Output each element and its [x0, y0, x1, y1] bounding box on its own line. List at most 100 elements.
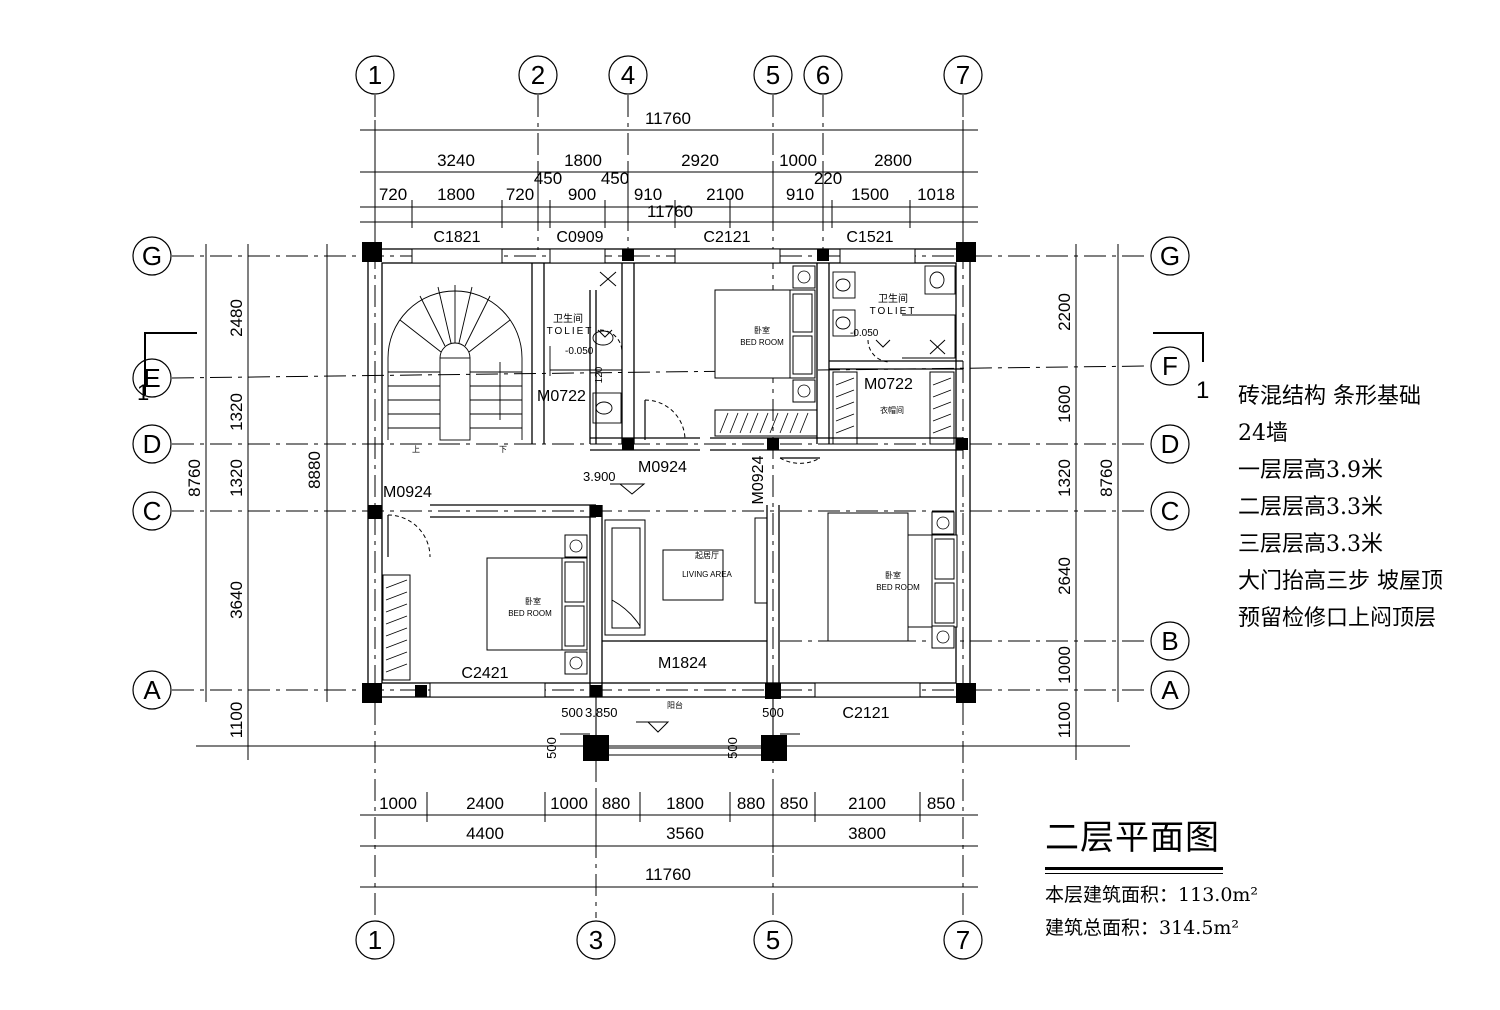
dim-text: 450 [534, 169, 562, 188]
dim-right-outer: 8760 [1097, 459, 1116, 497]
title-underline-thin [1045, 873, 1223, 874]
wardrobes [382, 371, 955, 681]
living-furniture [604, 517, 768, 636]
window-tag: C2421 [461, 665, 508, 682]
dim-left-outer: 8760 [185, 459, 204, 497]
title-underline [1045, 867, 1223, 870]
dim-top-total: 11760 [645, 109, 691, 128]
dim-text: 1000 [1055, 646, 1074, 684]
toilet-fixtures [549, 265, 956, 424]
side-dimension-texts: 8760 8880 2480 1320 1320 3640 1100 2200 … [185, 293, 1116, 738]
floor-area: 本层建筑面积：113.0m² [1045, 880, 1258, 907]
room-name-cn: 卧室 [885, 570, 901, 580]
dim-text: 2800 [874, 151, 912, 170]
room-name-en: LIVING AREA [682, 570, 732, 579]
axis-lines [171, 95, 1149, 918]
drawing-title: 二层平面图 [1045, 818, 1220, 858]
note-line: 二层层高3.3米 [1238, 495, 1383, 520]
note-line: 一层层高3.9米 [1238, 458, 1383, 483]
axis-label-left: A [143, 675, 161, 705]
dim-text: 1018 [917, 185, 955, 204]
level-symbols [597, 329, 891, 733]
shower-icon [599, 271, 946, 355]
design-notes: 砖混结构 条形基础 24墙 一层层高3.9米 二层层高3.3米 三层层高3.3米… [1238, 378, 1443, 637]
axis-label-top: 2 [531, 60, 545, 90]
dim-text: 1000 [779, 151, 817, 170]
dim-text: 3640 [227, 581, 246, 619]
room-name-cn: 卧室 [754, 325, 770, 335]
dim-text: 720 [379, 185, 407, 204]
axis-label-left: D [143, 429, 162, 459]
stair-up-label: 上 [412, 445, 420, 454]
dim-text: 1000 [379, 794, 417, 813]
balcony-label: 阳台 [667, 700, 683, 710]
window-tag: C2121 [703, 229, 750, 246]
axis-label-top: 6 [816, 60, 830, 90]
door-tag: M1824 [658, 655, 707, 672]
dim-text: 880 [602, 794, 630, 813]
dim-text: 900 [568, 185, 596, 204]
axis-labels: 1 2 4 5 6 7 1 3 5 7 G E D C A G F D C B … [142, 60, 1180, 955]
dim-text: 850 [780, 794, 808, 813]
door-tag: M0722 [864, 376, 913, 393]
dim-text: 3560 [666, 824, 704, 843]
dim-left-mid: 8880 [305, 451, 324, 489]
dim-text: 11760 [647, 202, 693, 221]
dim-text: 2400 [466, 794, 504, 813]
room-labels: 卫生间 TOLIET 卫生间 TOLIET 卧室 BED ROOM 卧室 BED… [508, 292, 920, 618]
dim-text: 3240 [437, 151, 475, 170]
total-area: 建筑总面积：314.5m² [1045, 913, 1258, 940]
room-name-en: BED ROOM [508, 609, 552, 618]
note-line: 三层层高3.3米 [1238, 532, 1383, 557]
dim-bottom-total: 11760 [645, 865, 691, 884]
dim-text: 1100 [227, 702, 246, 739]
axis-label-bottom: 1 [368, 925, 382, 955]
room-name-en: TOLIET [870, 306, 917, 317]
dim-text: 2100 [706, 185, 744, 204]
dim-text: 850 [927, 794, 955, 813]
dim-text: 2640 [1055, 557, 1074, 595]
dim-text: 500 [762, 705, 784, 720]
section-mark-label: 1 [137, 380, 149, 405]
dim-text: 2480 [227, 299, 246, 337]
window-tag: C1821 [433, 229, 480, 246]
room-name-cn: 卫生间 [878, 292, 908, 305]
level-mark: -0.050 [850, 328, 879, 339]
dim-text: 1800 [437, 185, 475, 204]
dim-text: 500 [725, 737, 740, 759]
windows [411, 248, 921, 698]
axis-label-top: 1 [368, 60, 382, 90]
floor-area-label: 本层建筑面积： [1045, 884, 1179, 906]
level-texts: -0.050 -0.050 3.900 [565, 328, 879, 484]
level-mark: -0.050 [565, 346, 594, 357]
total-area-label: 建筑总面积： [1045, 917, 1160, 939]
axis-label-right: A [1161, 675, 1179, 705]
door-swings [387, 329, 891, 558]
stair-down-label: 下 [499, 445, 507, 454]
axis-label-top: 4 [621, 60, 635, 90]
wardrobe-hangers [385, 377, 952, 673]
note-line: 预留检修口上闷顶层 [1238, 606, 1437, 631]
axis-label-right: C [1161, 496, 1180, 526]
room-name-cn: 衣帽间 [880, 405, 904, 415]
dim-text: 120 [594, 366, 605, 383]
dim-text: 2200 [1055, 293, 1074, 331]
door-leaves [387, 400, 820, 642]
door-tag: M0722 [537, 388, 586, 405]
axis-label-top: 5 [766, 60, 780, 90]
dim-text: 1600 [1055, 385, 1074, 423]
dim-text: 1800 [666, 794, 704, 813]
door-labels: M0722 M0722 M0924 M0924 M0924 M1824 [383, 376, 913, 672]
dim-text: 2100 [848, 794, 886, 813]
dim-text: 450 [601, 169, 629, 188]
dim-text: 2920 [681, 151, 719, 170]
floor-area-value: 113.0m² [1178, 884, 1259, 906]
window-labels: C1821 C0909 C2121 C1521 C2421 C2121 [433, 229, 893, 722]
dim-text: 3800 [848, 824, 886, 843]
room-name-en: TOLIET [547, 326, 594, 337]
room-name-cn: 卫生间 [553, 312, 583, 325]
axis-bubbles [132, 55, 1190, 960]
dim-text: 500 [561, 705, 583, 720]
dim-text: 720 [506, 185, 534, 204]
